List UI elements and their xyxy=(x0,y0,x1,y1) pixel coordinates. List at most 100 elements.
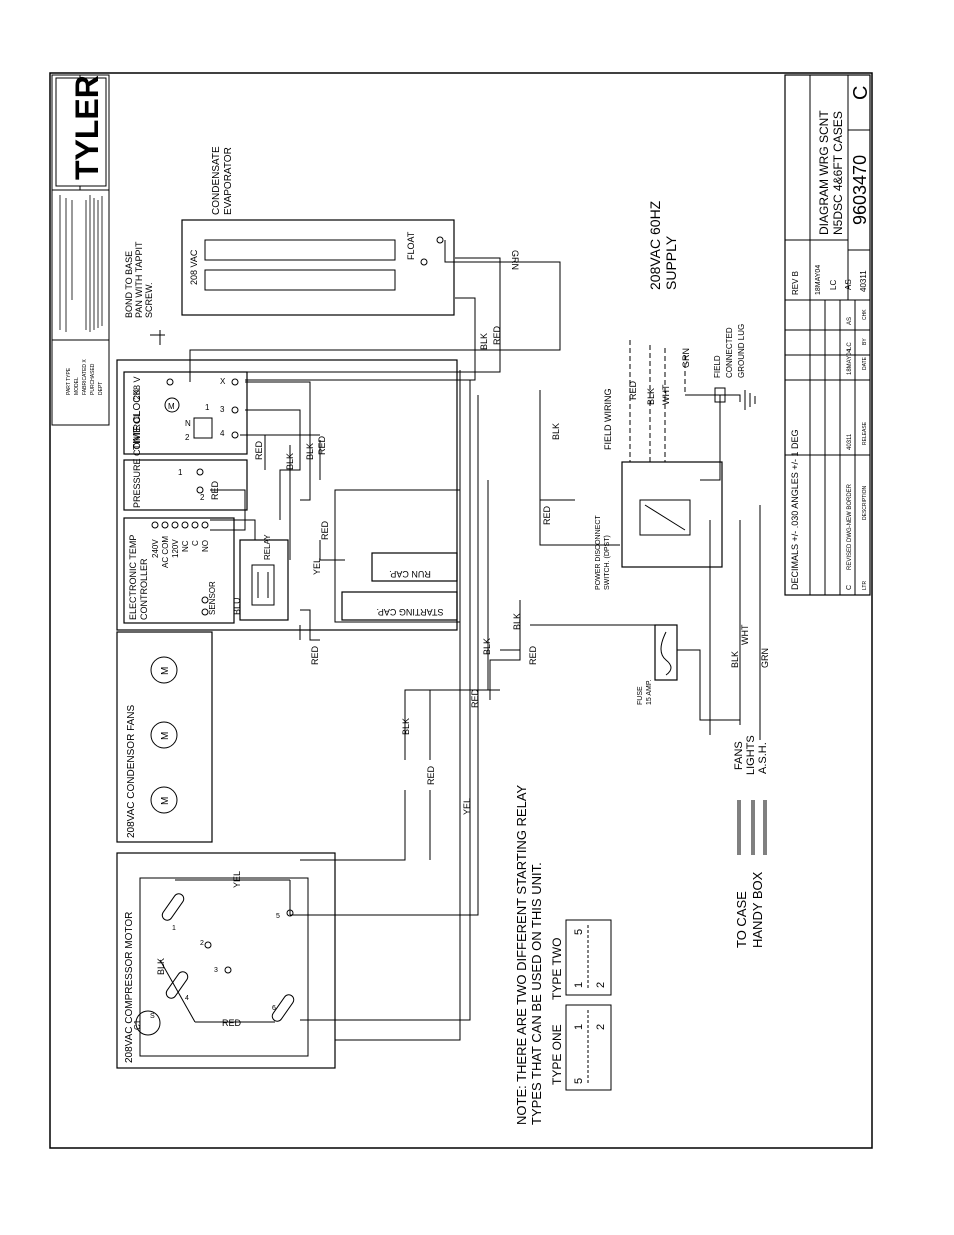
head-desc: DESCRIPTION xyxy=(862,485,868,520)
wire-red-2: RED xyxy=(254,440,264,460)
capacitors: RUN CAP. STARTING CAP. xyxy=(334,489,461,623)
rev-row-ltr: C xyxy=(846,585,853,590)
run-cap-label: RUN CAP. xyxy=(389,569,431,579)
overload-protector xyxy=(135,1010,161,1036)
ground-terminal xyxy=(436,236,444,244)
compressor-s: S xyxy=(150,1013,155,1020)
wire-red-7: RED xyxy=(542,505,552,525)
supply-line-2: SUPPLY xyxy=(663,235,679,290)
fan-motor-2 xyxy=(150,721,178,749)
etc-120v: 120V xyxy=(171,539,180,558)
compressor-title: 208VAC COMPRESSOR MOTOR xyxy=(124,912,135,1063)
wire-yel-3: YEL xyxy=(232,871,242,888)
etc-c: C xyxy=(191,540,200,546)
brand-text: TYLER xyxy=(69,75,105,180)
t1-1: 1 xyxy=(573,1024,585,1030)
fan-motor-3 xyxy=(150,786,178,814)
time-clock-title: TIME CLOCK xyxy=(132,389,143,450)
starting-capacitor xyxy=(341,591,458,621)
drawing-number: 9603470 xyxy=(850,155,870,225)
wire-blk-2: BLK xyxy=(551,423,561,440)
head-by: BY xyxy=(862,338,868,345)
wire-wht-1: WHT xyxy=(661,384,671,405)
fan-m-3: M xyxy=(160,797,171,805)
to-case-line-1: TO CASE xyxy=(734,891,749,948)
wire-red-11: RED xyxy=(222,1018,242,1028)
output-lights: LIGHTS xyxy=(745,735,757,775)
condensate-title-1: CONDENSATE xyxy=(211,146,222,215)
etc-title-1: ELECTRONIC TEMP xyxy=(128,535,138,620)
field-ground-2: CONNECTED xyxy=(725,327,734,378)
wire-blk-7: BLK xyxy=(401,718,411,735)
wire-blk-10: BLK xyxy=(730,651,740,668)
field-wiring-label: FIELD WIRING xyxy=(603,388,613,450)
rev-label: REV B xyxy=(791,271,800,295)
output-ash: A.S.H. xyxy=(757,742,769,774)
part-type-block: PART TYPE MODEL FABRICATED X PURCHASED D… xyxy=(51,74,110,426)
type-two-box xyxy=(565,919,612,996)
tolerance-text: DECIMALS +/- .030 ANGLES +/- 1 DEG xyxy=(790,429,800,590)
tc-term-4: 4 xyxy=(220,429,225,438)
pressure-control: PRESSURE CONTROL 1 2 xyxy=(123,412,248,511)
drawing-size: C xyxy=(850,86,872,100)
type-one-box xyxy=(565,1004,612,1091)
wire-red-6: RED xyxy=(310,645,320,665)
wire-blk-3: BLK xyxy=(285,453,295,470)
head-date: DATE xyxy=(862,356,868,370)
wire-grn-2: GRN xyxy=(681,348,691,368)
tc-term-3: 3 xyxy=(220,405,225,414)
wire-red-9: RED xyxy=(470,688,480,708)
wire-blk-8: BLK xyxy=(156,958,166,975)
wire-grn-3: GRN xyxy=(760,648,770,668)
wire-blk-1: BLK xyxy=(479,333,489,350)
rev-row-desc: REVISED DWG-NEW BORDER xyxy=(847,483,853,570)
etc-sensor: SENSOR xyxy=(208,581,217,615)
drawing-border xyxy=(49,72,873,1149)
supply-line-1: 208VAC 60HZ xyxy=(647,200,663,290)
wire-red-4: RED xyxy=(210,480,220,500)
head-rel: RELEASE xyxy=(862,421,868,445)
rev-row-rel: 40311 xyxy=(847,433,853,450)
fabricated-label: FABRICATED X xyxy=(82,359,88,395)
compressor-ol: C1 xyxy=(133,1019,142,1030)
disconnect-line-2: SWITCH. (DPST) xyxy=(604,535,611,590)
etc-title-2: CONTROLLER xyxy=(139,558,149,620)
pin-1: 1 xyxy=(172,925,176,932)
wire-red-12: RED xyxy=(628,380,638,400)
title-line-2: N5DSC 4&6FT CASES xyxy=(831,111,845,235)
rev-release: 40311 xyxy=(859,270,868,292)
disconnect-line-1: POWER DISCONNECT xyxy=(595,515,602,590)
fan-m-2: M xyxy=(160,732,171,740)
wire-red-1: RED xyxy=(492,325,502,345)
time-clock-motor-label: M xyxy=(168,402,175,411)
fan-motor-1 xyxy=(150,656,178,684)
tc-term-2: 2 xyxy=(185,433,190,442)
wire-blk-6: BLK xyxy=(482,638,492,655)
pin-3: 3 xyxy=(214,967,218,974)
output-fans: FANS xyxy=(733,741,745,770)
title-line-1: DIAGRAM WRG SCNT xyxy=(817,110,831,235)
etc-accom: AC COM xyxy=(161,536,170,568)
cond-fans-title: 208VAC CONDENSOR FANS xyxy=(126,704,137,838)
pc-term-1: 1 xyxy=(178,468,183,477)
fuse-line-1: FUSE xyxy=(637,686,644,705)
purchased-label: PURCHASED xyxy=(90,363,96,395)
float-label: FLOAT xyxy=(406,231,416,260)
compressor-motor: 208VAC COMPRESSOR MOTOR C1 S 1 2 3 4 5 6 xyxy=(116,852,336,1069)
fuse-line-2: 15 AMP. xyxy=(646,679,653,705)
pin-2: 2 xyxy=(200,940,204,947)
t2-1: 1 xyxy=(573,982,585,988)
fuse-body xyxy=(654,624,678,681)
tc-term-x: X xyxy=(220,377,226,386)
pressure-control-title: PRESSURE CONTROL xyxy=(132,412,142,508)
wire-yel-1: YEL xyxy=(312,558,322,575)
wire-blk-5: BLK xyxy=(512,613,522,630)
tc-term-1: 1 xyxy=(205,403,210,412)
bond-note: BOND TO BASE PAN WITH TAPPIT SCREW. xyxy=(124,241,165,345)
etc-nc: NC xyxy=(181,540,190,552)
dept-label: DEPT xyxy=(98,382,104,395)
model-label: MODEL xyxy=(74,377,80,395)
wire-red-10: RED xyxy=(426,765,436,785)
head-ltr: LTR xyxy=(862,581,868,590)
wire-red-8: RED xyxy=(528,645,538,665)
